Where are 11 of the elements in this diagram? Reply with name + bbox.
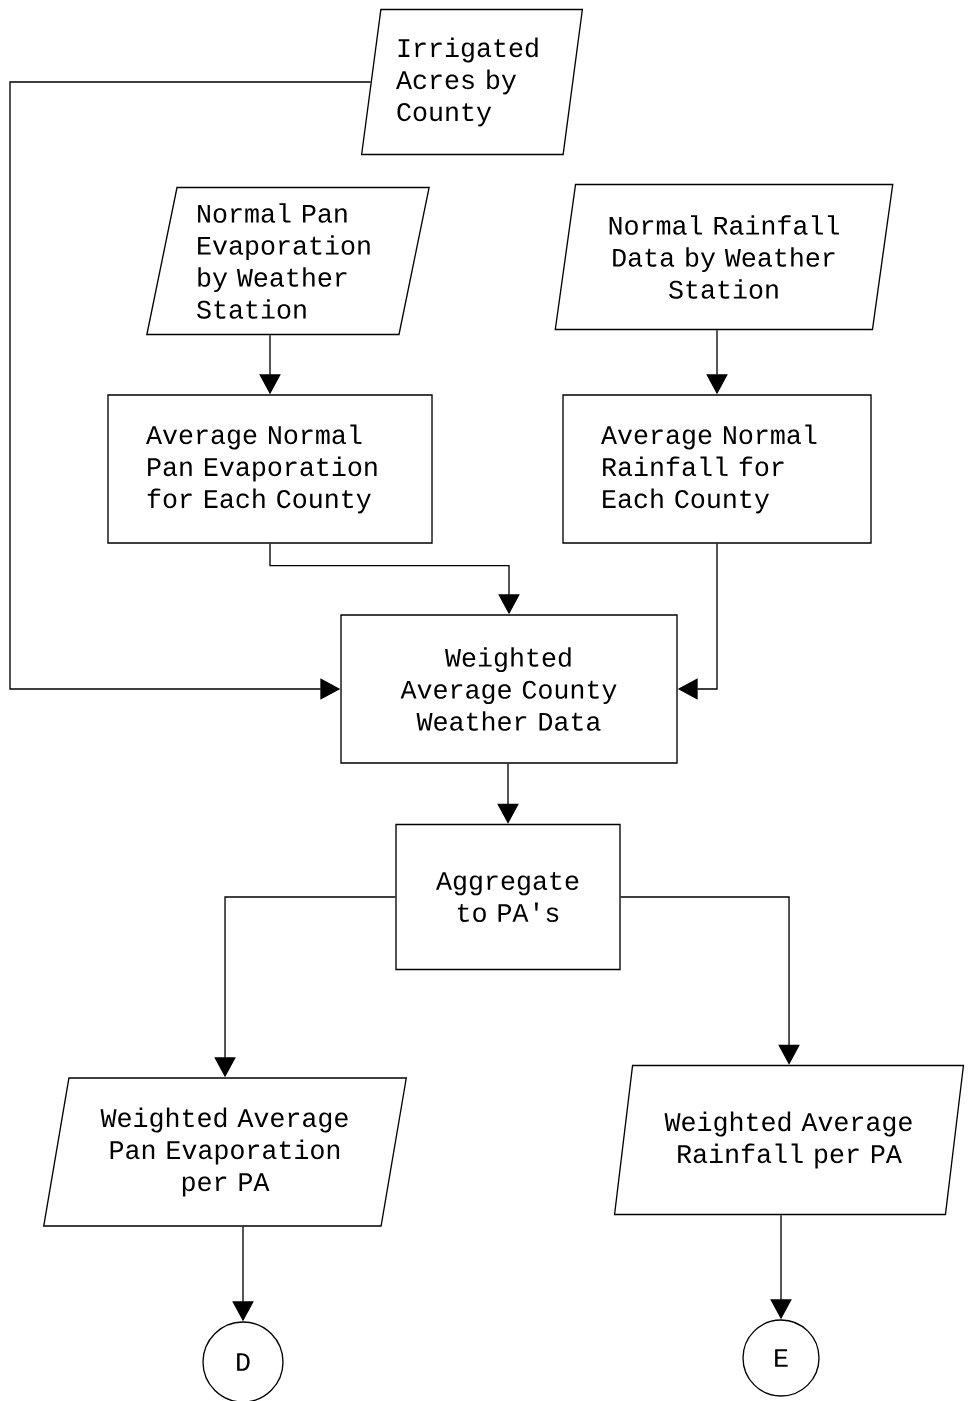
process-box: Weighted Average County Weather Data xyxy=(340,614,678,764)
data-parallelogram: Irrigated Acres by County xyxy=(360,8,584,156)
data-parallelogram: Normal Rainfall Data by Weather Station xyxy=(554,183,894,331)
data-parallelogram: Weighted Average Rainfall per PA xyxy=(613,1064,965,1216)
arrow xyxy=(9,81,372,700)
arrow xyxy=(497,763,519,824)
process-box: Aggregate to PA's xyxy=(395,823,621,971)
process-box: Average Normal Pan Evaporation for Each County xyxy=(107,394,433,544)
data-parallelogram: Normal Pan Evaporation by Weather Station xyxy=(146,186,430,336)
process-box: Average Normal Rainfall for Each County xyxy=(562,394,872,544)
arrow xyxy=(620,896,800,1065)
